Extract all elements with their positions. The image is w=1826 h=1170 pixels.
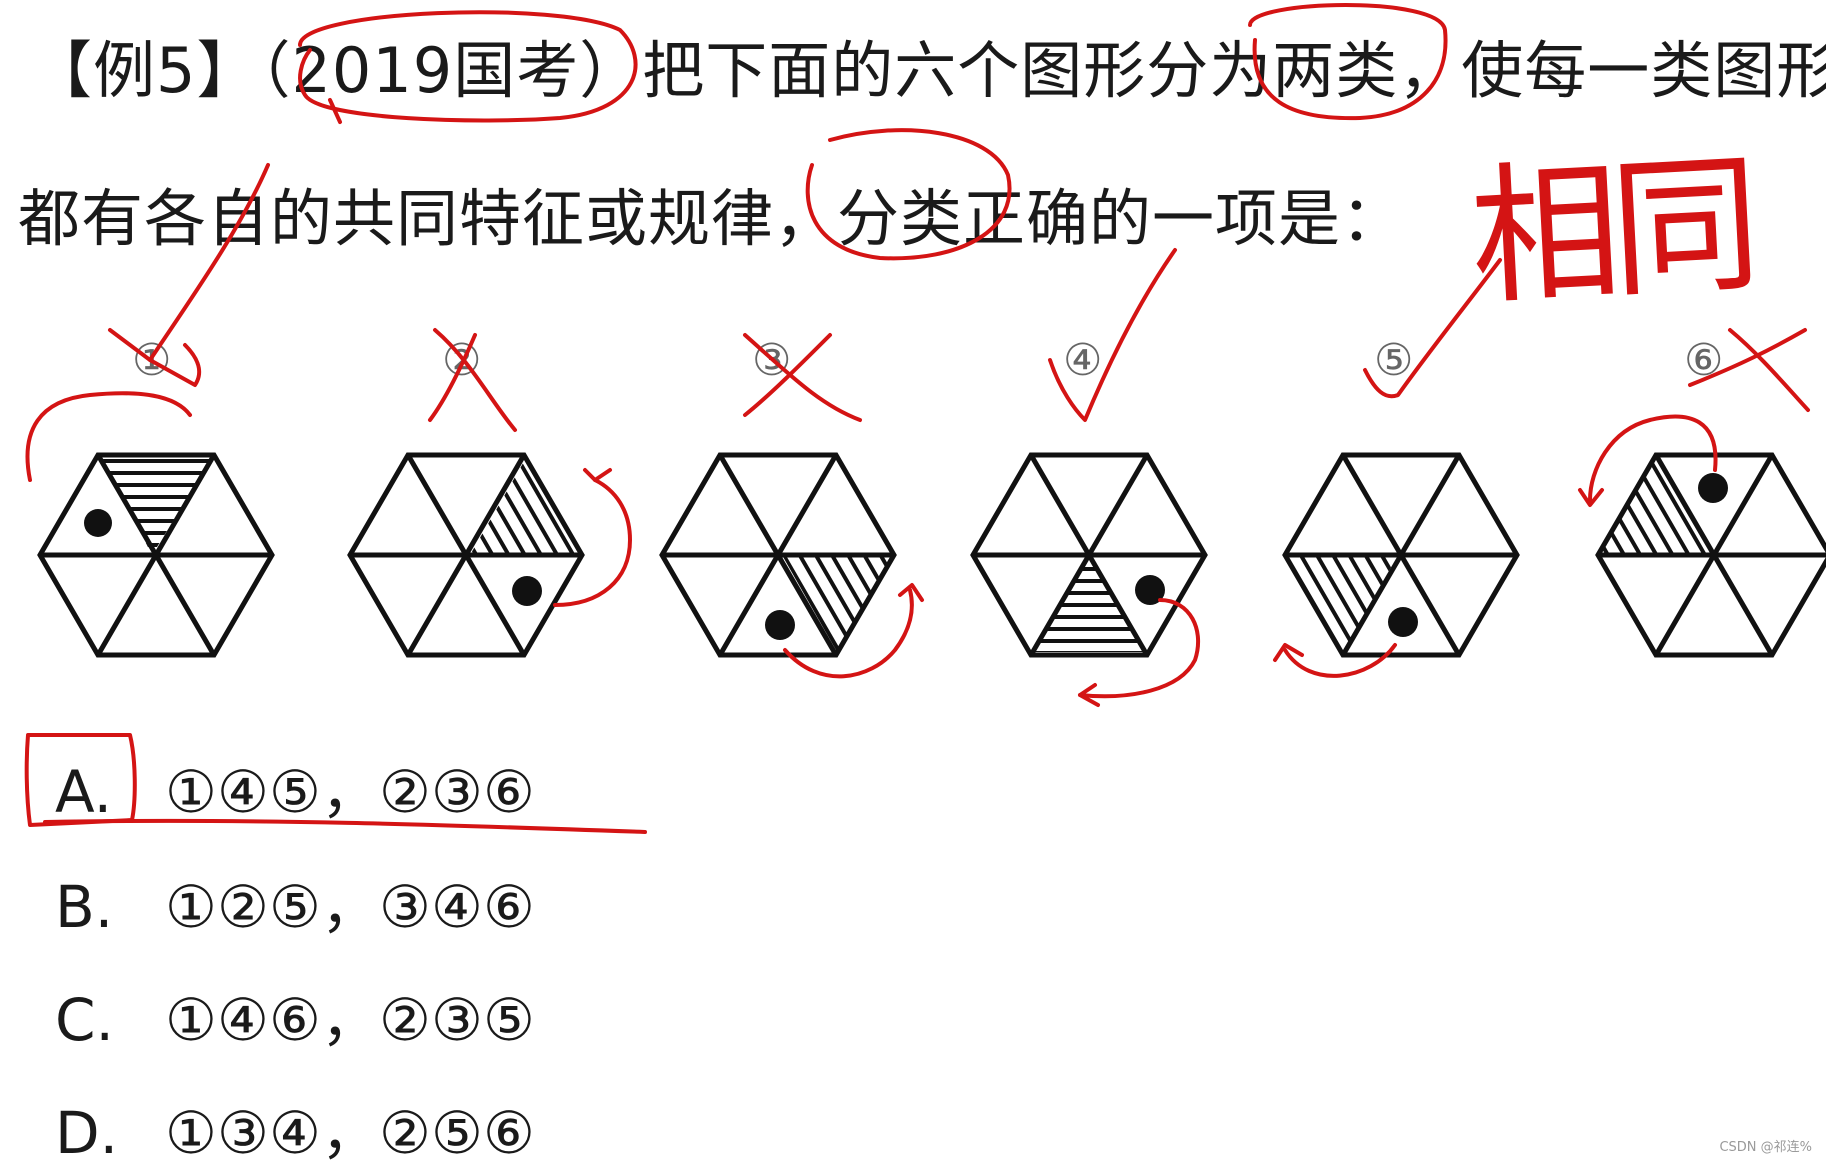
dot-marker	[1388, 607, 1418, 637]
hexagon-3	[659, 452, 897, 658]
hexagon-2	[347, 452, 585, 658]
handwritten-note: 相同	[1466, 137, 1756, 327]
option-d[interactable]: D. ①③④，②⑤⑥	[55, 1086, 535, 1170]
option-c-letter: C.	[55, 986, 114, 1054]
option-a[interactable]: A. ①④⑤，②③⑥	[55, 745, 535, 829]
dot-marker	[1135, 575, 1165, 605]
hexagon-1	[37, 452, 275, 658]
watermark: CSDN @祁连%	[1719, 1140, 1812, 1155]
hexagon-5	[1282, 452, 1520, 658]
dot-marker	[765, 610, 795, 640]
option-b[interactable]: B. ①②⑤，③④⑥	[55, 860, 535, 944]
option-c-text: ①④⑥，②③⑤	[165, 986, 535, 1054]
option-c[interactable]: C. ①④⑥，②③⑤	[55, 973, 535, 1057]
hexagon-4	[970, 452, 1208, 658]
option-a-text: ①④⑤，②③⑥	[165, 758, 535, 826]
hexagon-6	[1595, 452, 1826, 658]
option-b-letter: B.	[55, 873, 114, 941]
option-d-text: ①③④，②⑤⑥	[165, 1099, 535, 1167]
option-d-letter: D.	[55, 1099, 119, 1167]
dot-marker	[512, 576, 542, 606]
option-a-letter: A.	[55, 758, 113, 826]
option-b-text: ①②⑤，③④⑥	[165, 873, 535, 941]
dot-marker	[84, 509, 112, 537]
dot-marker	[1698, 473, 1728, 503]
